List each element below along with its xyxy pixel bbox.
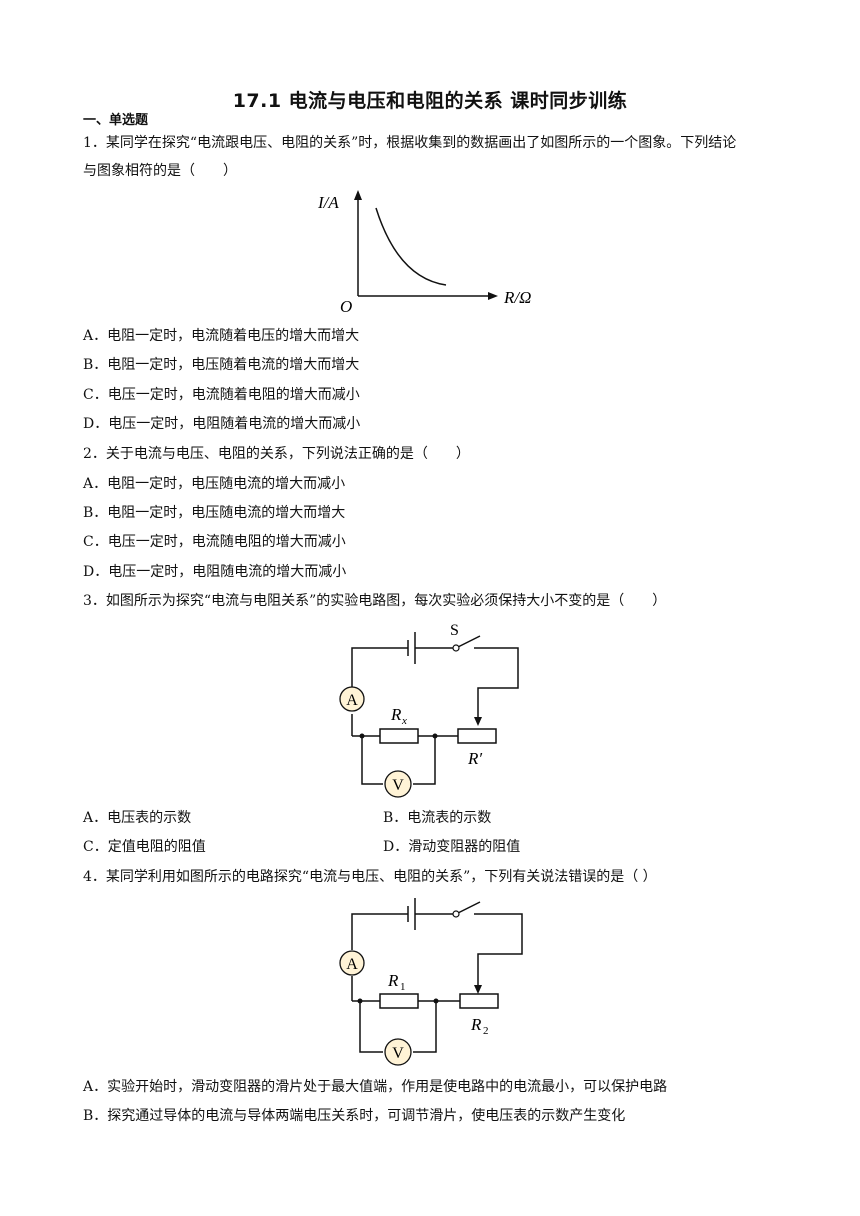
r1-label: R xyxy=(387,971,399,990)
q1-graph: I/A R/Ω O xyxy=(317,190,531,316)
voltmeter-label: V xyxy=(392,777,404,794)
q1-stem-line1: 1．某同学在探究“电流跟电压、电阻的关系”时，根据收集到的数据画出了如图所示的一… xyxy=(83,135,737,151)
ammeter-icon xyxy=(339,686,365,712)
q3-option-d: D．滑动变阻器的阻值 xyxy=(383,839,521,855)
q1-option-b: B．电阻一定时，电压随着电流的增大而增大 xyxy=(83,357,360,373)
resistor-label: R xyxy=(390,705,402,724)
q2-option-d: D．电压一定时，电阻随电流的增大而减小 xyxy=(83,564,347,580)
q4-option-b: B．探究通过导体的电流与导体两端电压关系时，可调节滑片，使电压表的示数产生变化 xyxy=(83,1108,626,1124)
curve xyxy=(375,207,447,286)
section-heading: 一、单选题 xyxy=(83,113,149,128)
origin-label: O xyxy=(340,297,352,316)
q3-stem: 3．如图所示为探究“电流与电阻关系”的实验电路图，每次实验必须保持大小不变的是（… xyxy=(83,593,667,609)
q3-circuit: A V S R x R′ xyxy=(339,622,519,798)
q4-stem: 4．某同学利用如图所示的电路探究“电流与电压、电阻的关系”，下列有关说法错误的是… xyxy=(83,869,657,885)
q1-option-d: D．电压一定时，电阻随着电流的增大而减小 xyxy=(83,416,361,432)
q4-option-a: A．实验开始时，滑动变阻器的滑片处于最大值端，作用是使电路中的电流最小，可以保护… xyxy=(83,1079,668,1095)
rheostat-label: R′ xyxy=(467,749,482,768)
q2-option-b: B．电阻一定时，电压随电流的增大而增大 xyxy=(83,505,346,521)
voltmeter-icon xyxy=(384,1038,412,1066)
y-axis-label: I/A xyxy=(317,193,339,212)
q1-stem-line2: 与图象相符的是（ ） xyxy=(83,163,237,179)
voltmeter-icon xyxy=(384,770,412,798)
q3-option-c: C．定值电阻的阻值 xyxy=(83,839,206,855)
q2-stem: 2．关于电流与电压、电阻的关系，下列说法正确的是（ ） xyxy=(83,446,470,462)
r2-label: R xyxy=(470,1015,482,1034)
ammeter-label: A xyxy=(346,692,358,709)
switch-label: S xyxy=(450,622,459,639)
ammeter-label: A xyxy=(346,956,358,973)
r2-subscript: 2 xyxy=(483,1025,489,1037)
q1-option-a: A．电阻一定时，电流随着电压的增大而增大 xyxy=(83,328,360,344)
q3-option-b: B．电流表的示数 xyxy=(383,810,492,826)
x-axis-label: R/Ω xyxy=(503,288,531,307)
q2-option-a: A．电阻一定时，电压随电流的增大而减小 xyxy=(83,476,346,492)
page-title: 17.1 电流与电压和电阻的关系 课时同步训练 xyxy=(232,90,628,112)
voltmeter-label: V xyxy=(392,1045,404,1062)
q2-option-c: C．电压一定时，电流随电阻的增大而减小 xyxy=(83,534,346,550)
q4-circuit: A V R 1 R 2 xyxy=(339,898,523,1066)
ammeter-icon xyxy=(339,950,365,976)
r1-subscript: 1 xyxy=(400,981,406,993)
q1-option-c: C．电压一定时，电流随着电阻的增大而减小 xyxy=(83,387,360,403)
q3-option-a: A．电压表的示数 xyxy=(83,810,192,826)
resistor-subscript: x xyxy=(401,715,407,727)
